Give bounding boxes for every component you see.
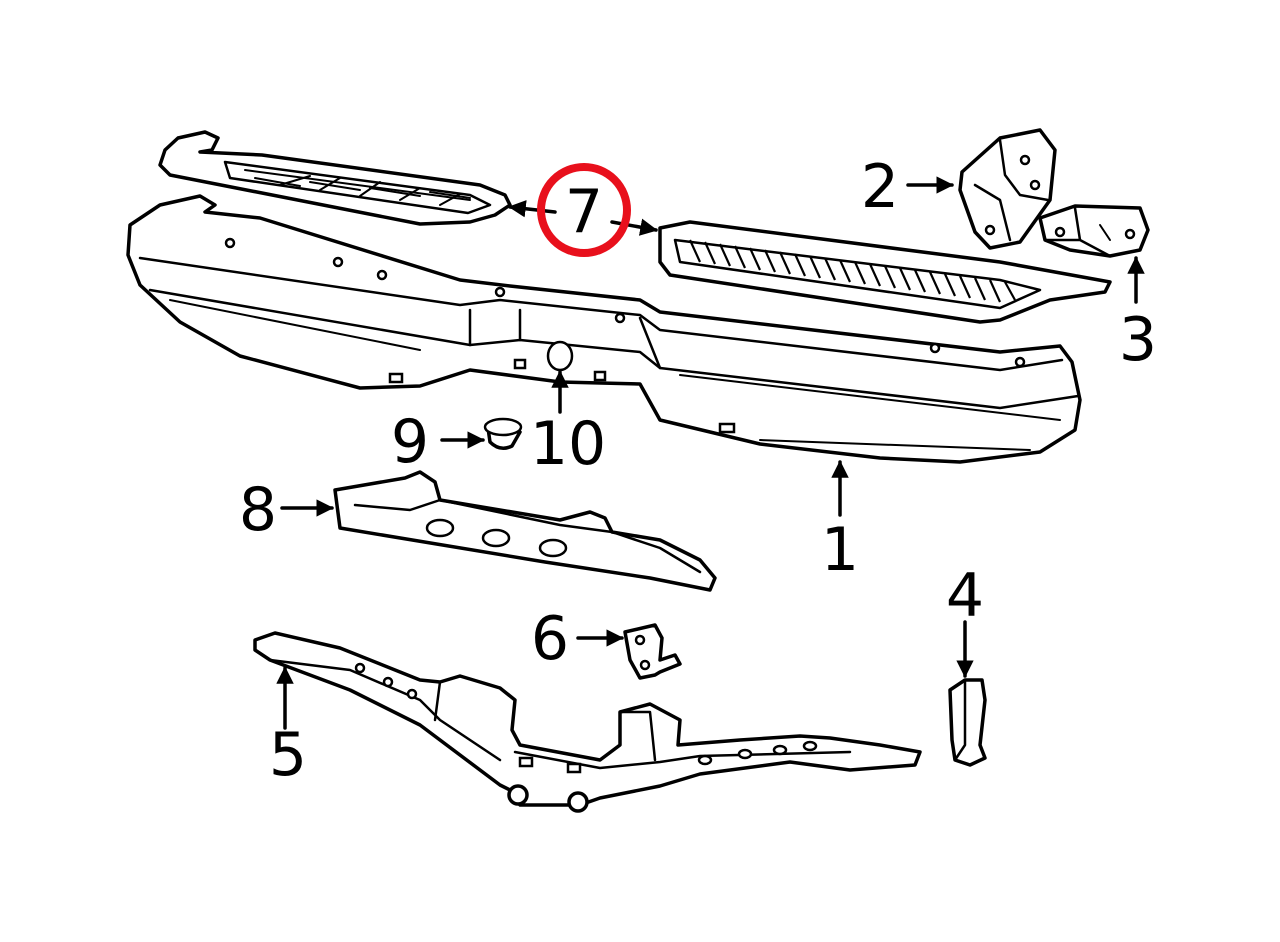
skid-plate	[333, 470, 717, 592]
callout-9: 9	[391, 407, 429, 477]
callout-1: 1	[821, 515, 859, 585]
callout-6: 6	[531, 604, 569, 674]
step-pad-right	[658, 220, 1112, 324]
callout-10: 10	[530, 409, 606, 479]
callout-8: 8	[239, 475, 277, 545]
mounting-bracket	[623, 623, 682, 680]
step-pad-left	[158, 130, 512, 226]
callout-2: 2	[861, 152, 899, 222]
leader-lines	[276, 176, 1145, 730]
plug	[483, 417, 523, 450]
callout-7: 7	[565, 177, 603, 247]
end-bracket	[948, 678, 987, 767]
bracket-side	[1038, 204, 1150, 258]
frame-bar	[253, 631, 922, 813]
rear-bumper	[126, 194, 1082, 464]
callout-5: 5	[269, 720, 307, 790]
callout-4: 4	[946, 561, 984, 631]
bracket-upper	[958, 128, 1057, 250]
callout-3: 3	[1119, 305, 1157, 375]
highlight-circle	[537, 163, 631, 257]
